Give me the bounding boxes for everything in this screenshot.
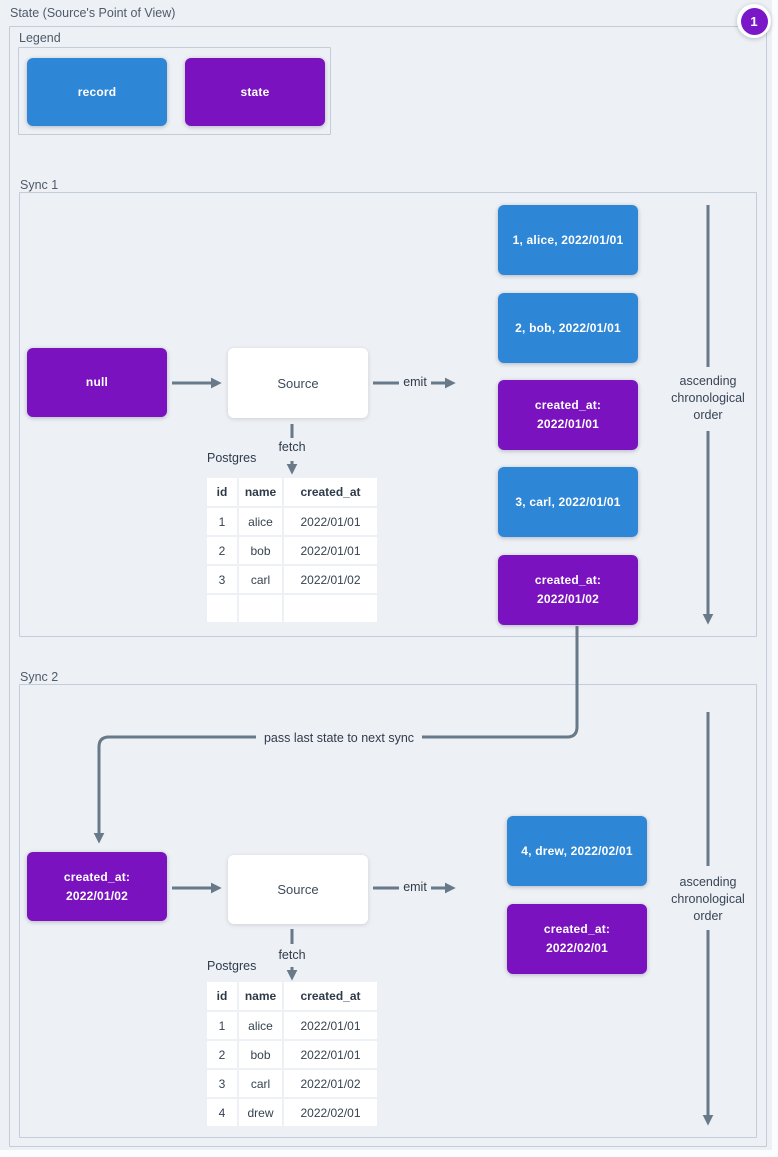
col-header-name: name <box>239 478 282 506</box>
cell: 2 <box>207 1041 237 1068</box>
legend-label: Legend <box>19 31 61 45</box>
col-header-created-at: created_at <box>284 478 377 506</box>
cell: carl <box>239 1070 282 1097</box>
step-badge: 1 <box>737 4 771 38</box>
cell: alice <box>239 1012 282 1039</box>
sync2-order-note: ascending chronological order <box>671 875 745 923</box>
sync2-emit-label: emit <box>403 880 427 894</box>
table-row: 1 alice 2022/01/01 <box>207 1012 377 1039</box>
table-row: 2 bob 2022/01/01 <box>207 537 377 564</box>
cell <box>284 595 377 622</box>
emitted-state: created_at: 2022/01/02 <box>498 555 638 625</box>
emitted-state: created_at: 2022/02/01 <box>507 904 647 974</box>
col-header-name: name <box>239 982 282 1010</box>
sync1-fetch-label: fetch <box>278 440 306 454</box>
cell: 2022/01/02 <box>284 1070 377 1097</box>
table-row: 3 carl 2022/01/02 <box>207 566 377 593</box>
outer-frame <box>9 26 767 1147</box>
page-title: State (Source's Point of View) <box>10 6 176 20</box>
table-row-empty <box>207 595 377 622</box>
legend-box <box>18 47 331 135</box>
cell: 3 <box>207 1070 237 1097</box>
emitted-record: 2, bob, 2022/01/01 <box>498 293 638 363</box>
emitted-record: 3, carl, 2022/01/01 <box>498 467 638 537</box>
sync1-emit-label: emit <box>403 375 427 389</box>
sync2-source-box: Source <box>228 855 368 924</box>
step-badge-number: 1 <box>740 7 768 35</box>
cell: 1 <box>207 508 237 535</box>
cell: 2022/01/01 <box>284 508 377 535</box>
cell: bob <box>239 537 282 564</box>
sync2-postgres-table: id name created_at 1 alice 2022/01/01 2 … <box>207 982 377 1126</box>
sync2-label: Sync 2 <box>20 670 59 684</box>
sync2-postgres-label: Postgres <box>207 959 257 973</box>
sync1-box <box>19 192 757 637</box>
cell: 2 <box>207 537 237 564</box>
sync2-fetch-label: fetch <box>278 948 306 962</box>
cell <box>207 595 237 622</box>
emitted-record: 4, drew, 2022/02/01 <box>507 816 647 886</box>
legend-record-swatch: record <box>27 58 167 126</box>
cell: 2022/01/02 <box>284 566 377 593</box>
cell: bob <box>239 1041 282 1068</box>
emitted-record: 1, alice, 2022/01/01 <box>498 205 638 275</box>
sync1-input-state-box: null <box>27 348 167 417</box>
sync1-postgres-label: Postgres <box>207 451 257 465</box>
cell: 3 <box>207 566 237 593</box>
col-header-id: id <box>207 982 237 1010</box>
table-row: 4 drew 2022/02/01 <box>207 1099 377 1126</box>
table-row: 3 carl 2022/01/02 <box>207 1070 377 1097</box>
cell: drew <box>239 1099 282 1126</box>
pass-state-label: pass last state to next sync <box>263 731 415 745</box>
emitted-state: created_at: 2022/01/01 <box>498 380 638 450</box>
cell: 2022/01/01 <box>284 537 377 564</box>
cell: 4 <box>207 1099 237 1126</box>
sync1-label: Sync 1 <box>20 178 59 192</box>
cell <box>239 595 282 622</box>
table-row: 1 alice 2022/01/01 <box>207 508 377 535</box>
sync2-input-state-box: created_at: 2022/01/02 <box>27 852 167 921</box>
cell: 2022/01/01 <box>284 1012 377 1039</box>
table-row: 2 bob 2022/01/01 <box>207 1041 377 1068</box>
col-header-id: id <box>207 478 237 506</box>
cell: 2022/01/01 <box>284 1041 377 1068</box>
cell: 1 <box>207 1012 237 1039</box>
sync1-postgres-table: id name created_at 1 alice 2022/01/01 2 … <box>207 478 377 622</box>
table-header-row: id name created_at <box>207 478 377 506</box>
table-header-row: id name created_at <box>207 982 377 1010</box>
sync1-order-note: ascending chronological order <box>671 374 745 422</box>
legend-state-swatch: state <box>185 58 325 126</box>
cell: 2022/02/01 <box>284 1099 377 1126</box>
sync2-box <box>19 684 757 1138</box>
cell: alice <box>239 508 282 535</box>
cell: carl <box>239 566 282 593</box>
sync1-source-box: Source <box>228 348 368 418</box>
col-header-created-at: created_at <box>284 982 377 1010</box>
